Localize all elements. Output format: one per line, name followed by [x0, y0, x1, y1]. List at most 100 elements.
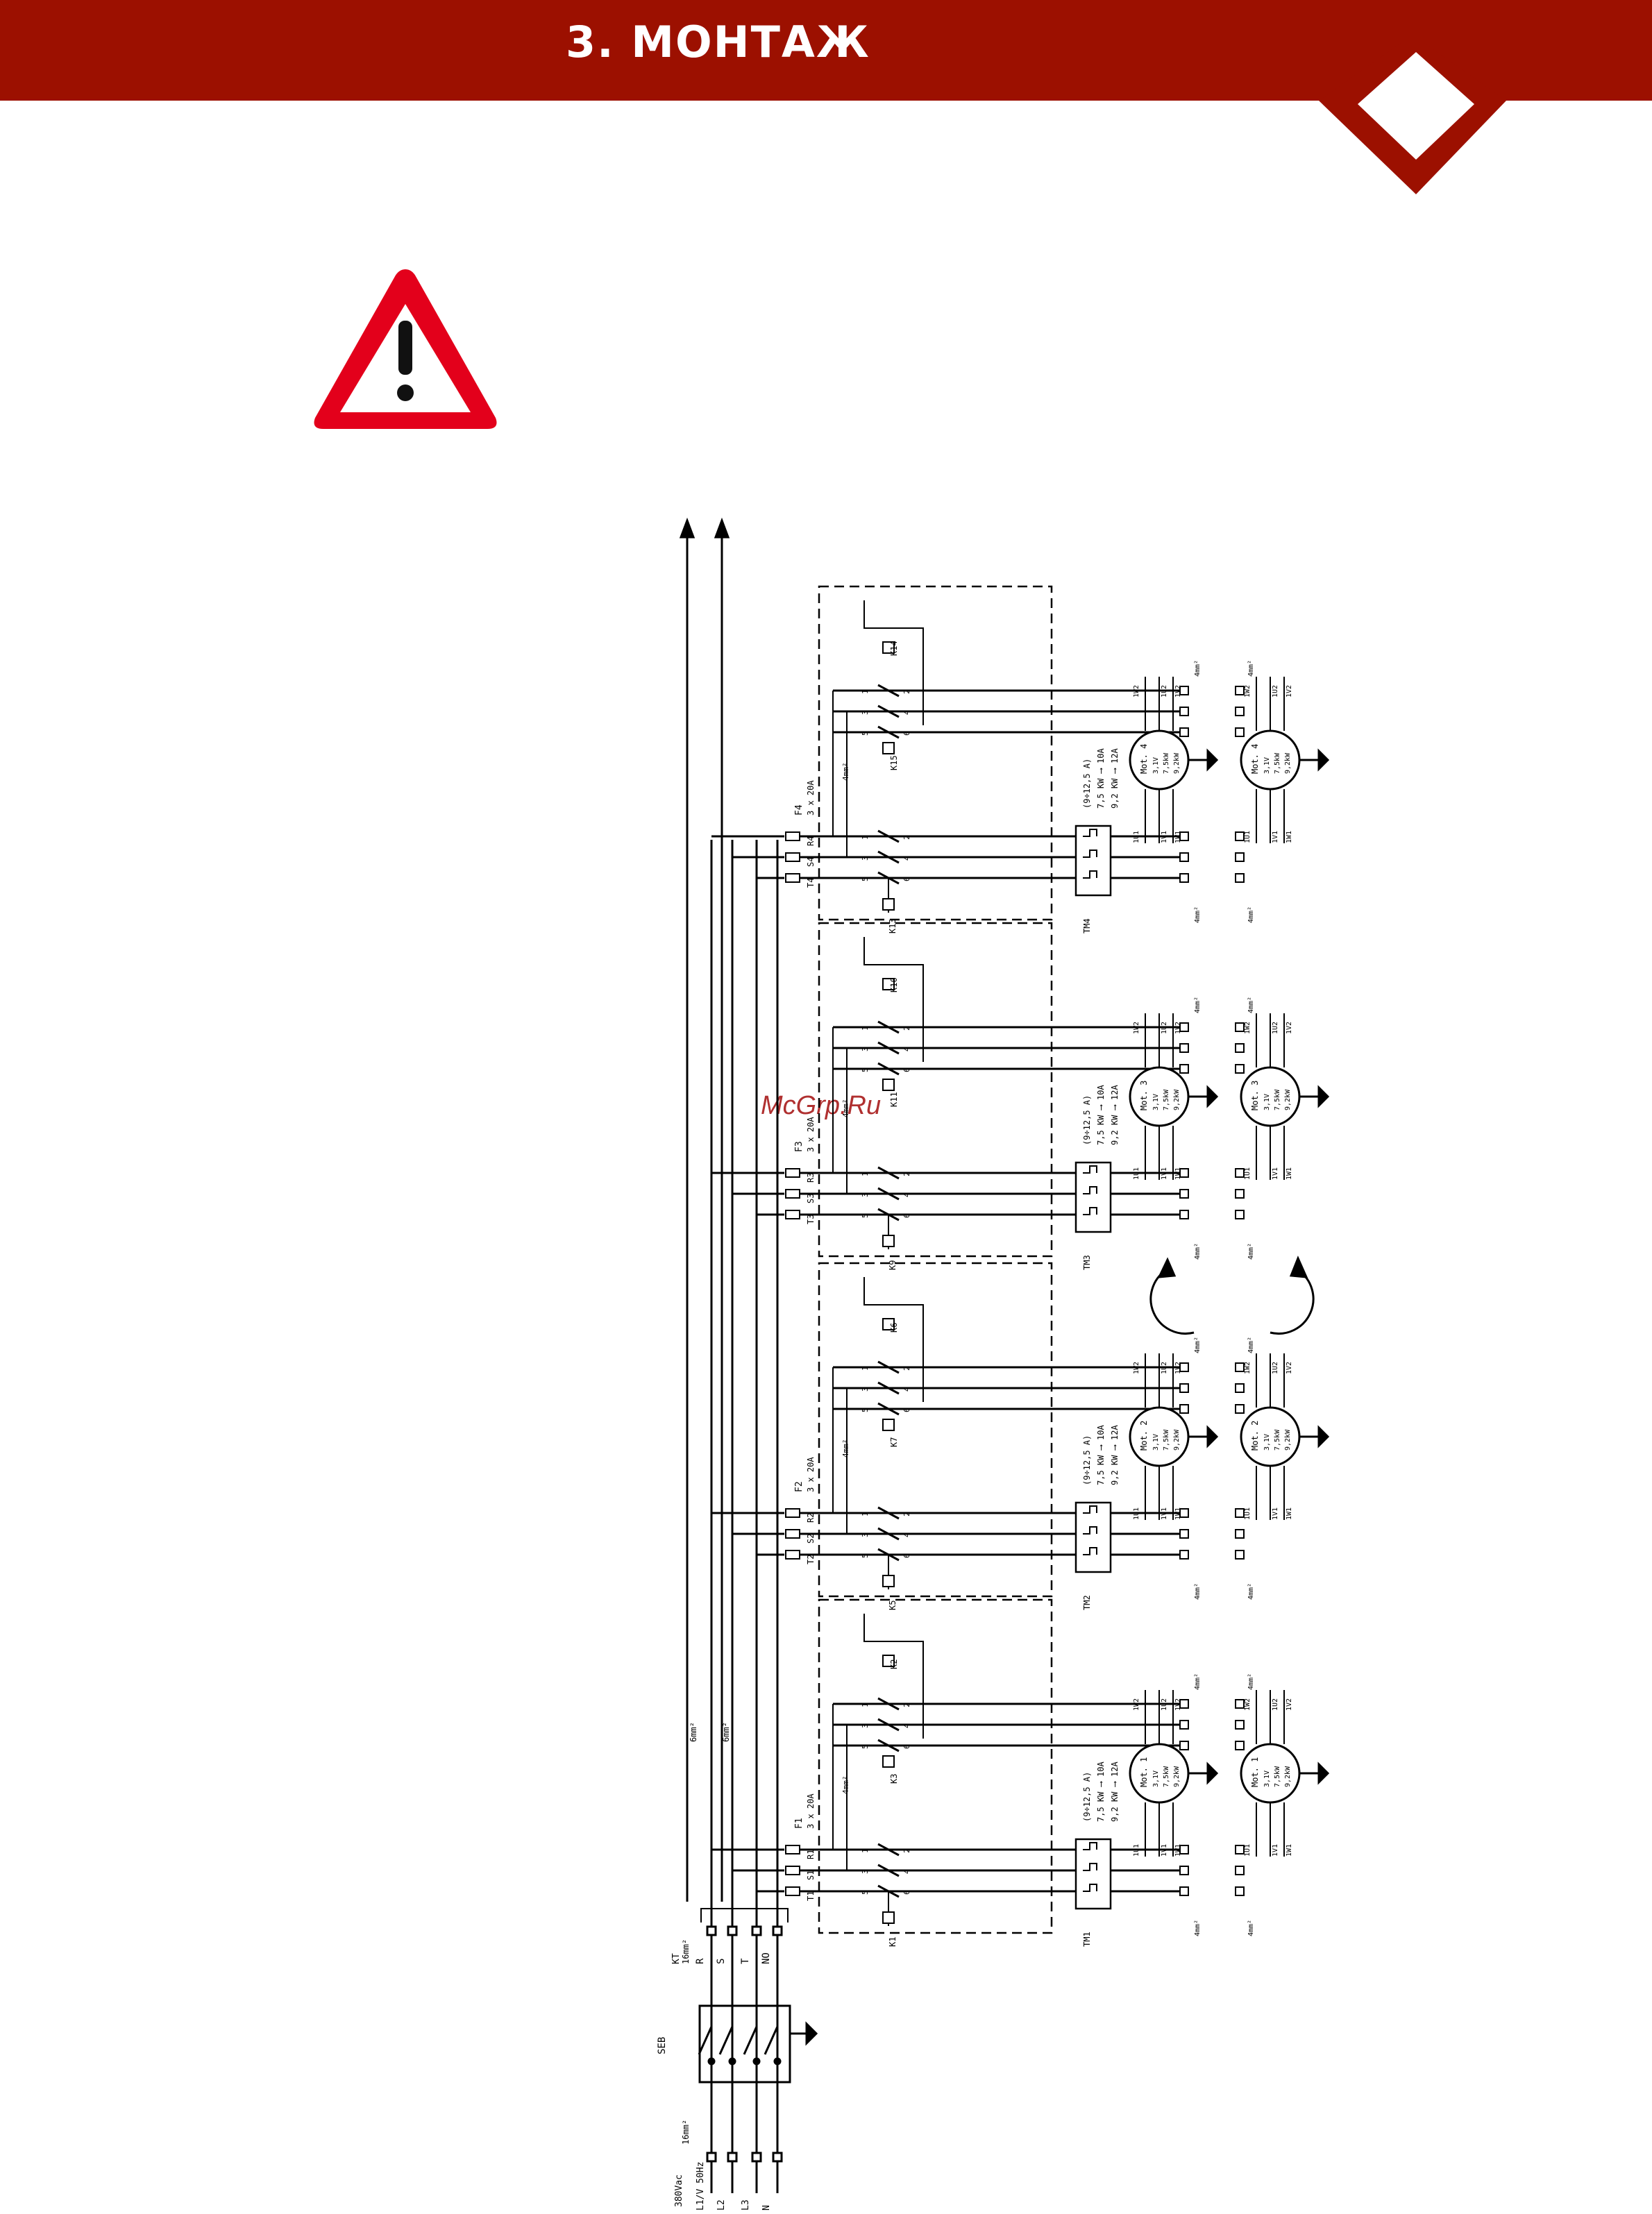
wire-size-label: 4mm² — [841, 1439, 850, 1458]
arrow-head-icon — [1289, 1256, 1308, 1278]
contact-number: 4 — [902, 1869, 911, 1874]
contactor-label: K2 — [889, 1659, 899, 1669]
fuse-terminal-label: T1 — [806, 1891, 816, 1901]
motor-spec: 3,1V — [1152, 1434, 1160, 1451]
phase-label: L3 — [741, 2199, 751, 2211]
terminal — [1235, 1886, 1245, 1896]
fuse-terminal-label: R1 — [806, 1850, 816, 1859]
relay-element — [1083, 1547, 1097, 1555]
motor-terminal-label: 1V2 — [1174, 1022, 1182, 1034]
wire-size-label: 4mm² — [1194, 1243, 1202, 1260]
motor-label: Mot. 4 — [1139, 744, 1149, 774]
coil — [882, 1911, 895, 1924]
thermal-relay — [1074, 825, 1112, 897]
terminal — [1235, 1741, 1245, 1750]
control-wire — [863, 600, 924, 725]
power-rating-label: 9,2 KW ⟶ 12A — [1110, 748, 1120, 809]
coil — [882, 742, 895, 754]
terminal — [1179, 1168, 1189, 1178]
motor-terminal-label: 1U1 — [1244, 1844, 1251, 1857]
coil — [882, 1575, 895, 1587]
terminal — [1179, 1508, 1189, 1518]
motor-terminal-label: 1U1 — [1133, 1844, 1140, 1857]
relay-element — [1083, 1884, 1097, 1892]
module-enclosure — [818, 922, 1053, 1258]
motor-terminal-label: 1U1 — [1244, 831, 1251, 843]
coil — [882, 1755, 895, 1768]
earth-icon — [1206, 1425, 1219, 1448]
contact-number: 2 — [902, 835, 911, 840]
terminal — [751, 2152, 762, 2163]
relay-label: TM4 — [1082, 918, 1092, 933]
arrow-up-icon — [679, 517, 696, 539]
motor-terminal-label: 1U1 — [1133, 1167, 1140, 1180]
contact-number: 1 — [861, 1026, 870, 1031]
wire-size-label: 4mm² — [1194, 1337, 1202, 1353]
contact — [877, 684, 900, 698]
terminal — [1235, 686, 1245, 695]
motor-terminal-label: 1V2 — [1174, 1698, 1182, 1711]
terminal — [1235, 1699, 1245, 1709]
wire-size-label: 4mm² — [1194, 997, 1202, 1013]
power-rating-label: 7,5 KW ⟶ 10A — [1096, 748, 1106, 809]
contact-number: 5 — [861, 1408, 870, 1412]
terminal — [1235, 1404, 1245, 1414]
motor-spec: 3,1V — [1263, 1434, 1271, 1451]
contact — [877, 1041, 900, 1055]
power-rating-label: 7,5 KW ⟶ 10A — [1096, 1425, 1106, 1485]
wire-size-label: 4mm² — [841, 1099, 850, 1118]
contact-number: 4 — [902, 1047, 911, 1051]
contact-number: 5 — [861, 1553, 870, 1558]
motor-spec: 3,1V — [1152, 1094, 1160, 1110]
contactor-label: K9 — [888, 1260, 897, 1270]
power-rating-label: 9,2 KW ⟶ 12A — [1110, 1425, 1120, 1485]
relay-range-label: (9÷12,5 A) — [1082, 1095, 1092, 1145]
contact-dot — [773, 2057, 782, 2065]
rotation-arrow-icon — [1270, 1269, 1315, 1335]
fuse-terminal-label: S4 — [806, 857, 816, 867]
phase-label: L2 — [716, 2199, 727, 2211]
fuse-label: F3 — [794, 1141, 804, 1152]
terminal — [1179, 831, 1189, 841]
terminal — [1179, 1383, 1189, 1393]
relay-element — [1083, 850, 1097, 858]
relay-element — [1083, 1863, 1097, 1871]
contact-number: 1 — [861, 1512, 870, 1516]
contact-number: 4 — [902, 1387, 911, 1392]
terminal — [1235, 1845, 1245, 1854]
motor-spec: 3,1V — [1263, 1094, 1271, 1110]
motor-label: Mot. 2 — [1250, 1421, 1260, 1451]
terminal — [1235, 1022, 1245, 1032]
contactor-label: K13 — [888, 918, 897, 933]
motor-label: Mot. 2 — [1139, 1421, 1149, 1451]
motor-terminal-label: 1V2 — [1286, 685, 1293, 698]
wire-size-label: 4mm² — [1247, 997, 1255, 1013]
control-wire — [863, 1277, 924, 1402]
terminal-label: T — [740, 1958, 751, 1964]
contact — [877, 1843, 900, 1857]
contact-dot — [752, 2057, 761, 2065]
motor-label: Mot. 3 — [1139, 1081, 1149, 1110]
coil — [882, 898, 895, 911]
terminal — [1235, 1383, 1245, 1393]
contactor-label: K3 — [889, 1774, 899, 1784]
terminal — [1179, 873, 1189, 883]
motor-label: Mot. 1 — [1250, 1757, 1260, 1787]
contactor-label: K11 — [889, 1092, 899, 1107]
contact-number: 5 — [861, 1067, 870, 1072]
contact-number: 1 — [861, 1702, 870, 1707]
wire-size-label: 16mm² — [681, 2120, 691, 2145]
phase-label: N — [761, 2205, 772, 2211]
contactor-label: K10 — [889, 977, 899, 992]
relay-element — [1083, 829, 1097, 837]
wire-size-label: 4mm² — [1247, 1337, 1255, 1353]
power-rating-label: 7,5 KW ⟶ 10A — [1096, 1761, 1106, 1822]
fuse-terminal-label: T2 — [806, 1555, 816, 1564]
motor-spec: 9,2kW — [1173, 1089, 1181, 1110]
fuse — [785, 1210, 800, 1219]
fuse-terminal-label: T4 — [806, 878, 816, 888]
coil — [882, 1318, 895, 1330]
bus-wire-label: 6mm² — [721, 1722, 731, 1742]
motor-terminal-label: 1V1 — [1272, 831, 1279, 843]
main-switch-label: SEB — [657, 2037, 668, 2054]
